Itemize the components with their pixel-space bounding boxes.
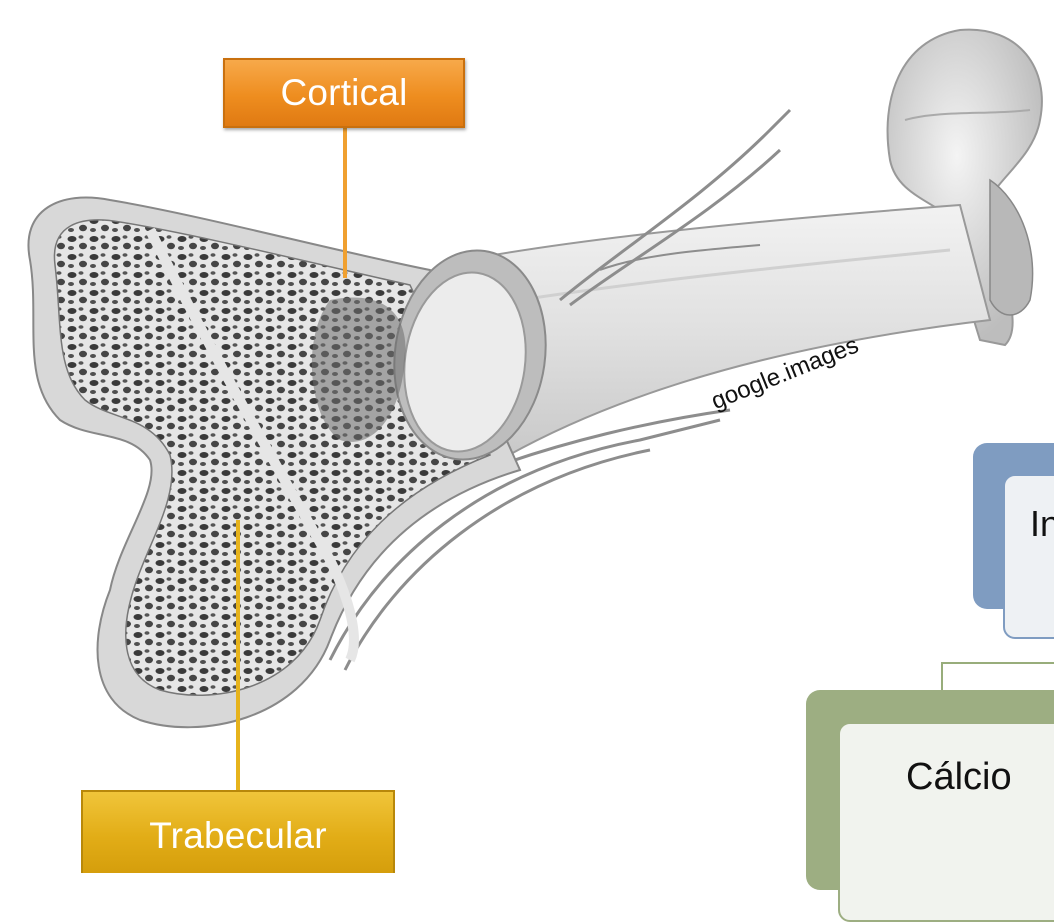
top-box-text: In [1030, 503, 1054, 545]
hierarchy-connector [941, 662, 1054, 692]
top-box [1003, 474, 1054, 639]
diagram-canvas: Cortical Trabecular google.images In Cál… [0, 0, 1054, 873]
trabecular-label: Trabecular [81, 790, 395, 873]
bottom-box-text: Cálcio [906, 756, 1012, 799]
cortical-label: Cortical [223, 58, 465, 128]
bottom-box [838, 722, 1054, 922]
